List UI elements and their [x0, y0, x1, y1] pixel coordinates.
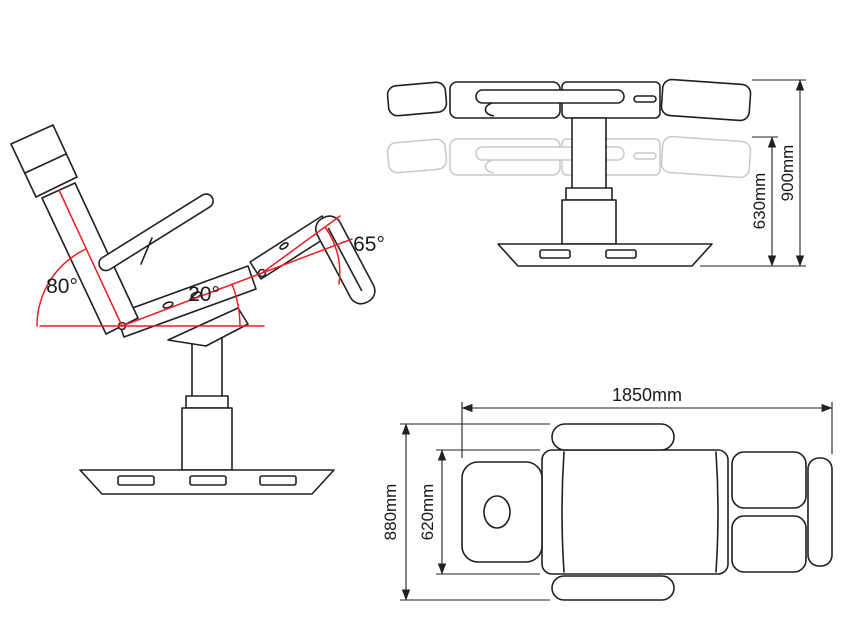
legrest-angle-label: 65° — [353, 233, 385, 256]
column-upper — [571, 117, 607, 191]
base-pad — [117, 475, 155, 486]
bed-seam — [561, 451, 565, 573]
lift-column — [181, 335, 233, 471]
chair-base — [79, 469, 335, 495]
reclined-side-view: 80° 20° 65° — [10, 124, 385, 495]
overall-length-label: 1850mm — [612, 385, 682, 405]
footrest — [314, 215, 376, 305]
plan-dimensions: 1850mm 880mm 620mm — [381, 385, 833, 601]
headrest-cushion — [10, 124, 78, 198]
min-height-label: 630mm — [750, 173, 769, 230]
legrest-slot — [279, 242, 289, 250]
column-collar — [185, 395, 229, 409]
footrest-top-view — [807, 457, 833, 567]
column-collar — [565, 187, 613, 201]
max-height-label: 900mm — [778, 145, 797, 202]
seat-support — [167, 307, 249, 347]
bed-seam — [715, 451, 719, 573]
column-lower — [561, 199, 617, 245]
elevation-column — [561, 117, 617, 245]
angle-arc-80 — [36, 248, 87, 327]
base-plate — [497, 243, 713, 267]
height-dimensions: 630mm 900mm — [700, 79, 806, 267]
footrest-seam — [327, 227, 363, 292]
leg-cushion-lower — [731, 515, 807, 573]
base-pad — [605, 249, 637, 259]
armrest-pad — [98, 193, 214, 272]
angle-arc-65 — [324, 226, 341, 285]
bed-raised — [386, 78, 752, 122]
bed-width-label: 620mm — [418, 484, 437, 541]
seat-angle-label: 20° — [188, 283, 220, 306]
top-plan-view: 1850mm 880mm 620mm — [381, 385, 833, 601]
seat-angle-line — [121, 238, 353, 327]
bed-body — [541, 449, 729, 575]
armrest-support — [140, 237, 153, 265]
leg-cushion-upper — [731, 451, 807, 509]
base-pad — [189, 475, 227, 486]
angle-annotations — [36, 189, 353, 327]
headrest-seam — [24, 153, 67, 174]
legrest-angle-line — [261, 215, 341, 274]
backrest-angle-line — [58, 189, 123, 327]
armrest — [98, 193, 214, 272]
bed-lowered-ghost — [386, 135, 752, 179]
elevation-base — [497, 243, 713, 267]
backrest-angle-label: 80° — [46, 275, 78, 298]
seat-slot — [162, 301, 174, 309]
base-pad — [539, 249, 571, 259]
overall-width-label: 880mm — [381, 484, 400, 541]
column-lower — [181, 407, 233, 471]
angle-arc-20 — [231, 283, 241, 327]
armrest-top — [551, 423, 675, 451]
face-hole — [483, 495, 511, 529]
armrest-bottom — [551, 575, 675, 601]
base-pad — [259, 475, 297, 486]
elevation-side-view: 630mm 900mm — [386, 78, 806, 267]
